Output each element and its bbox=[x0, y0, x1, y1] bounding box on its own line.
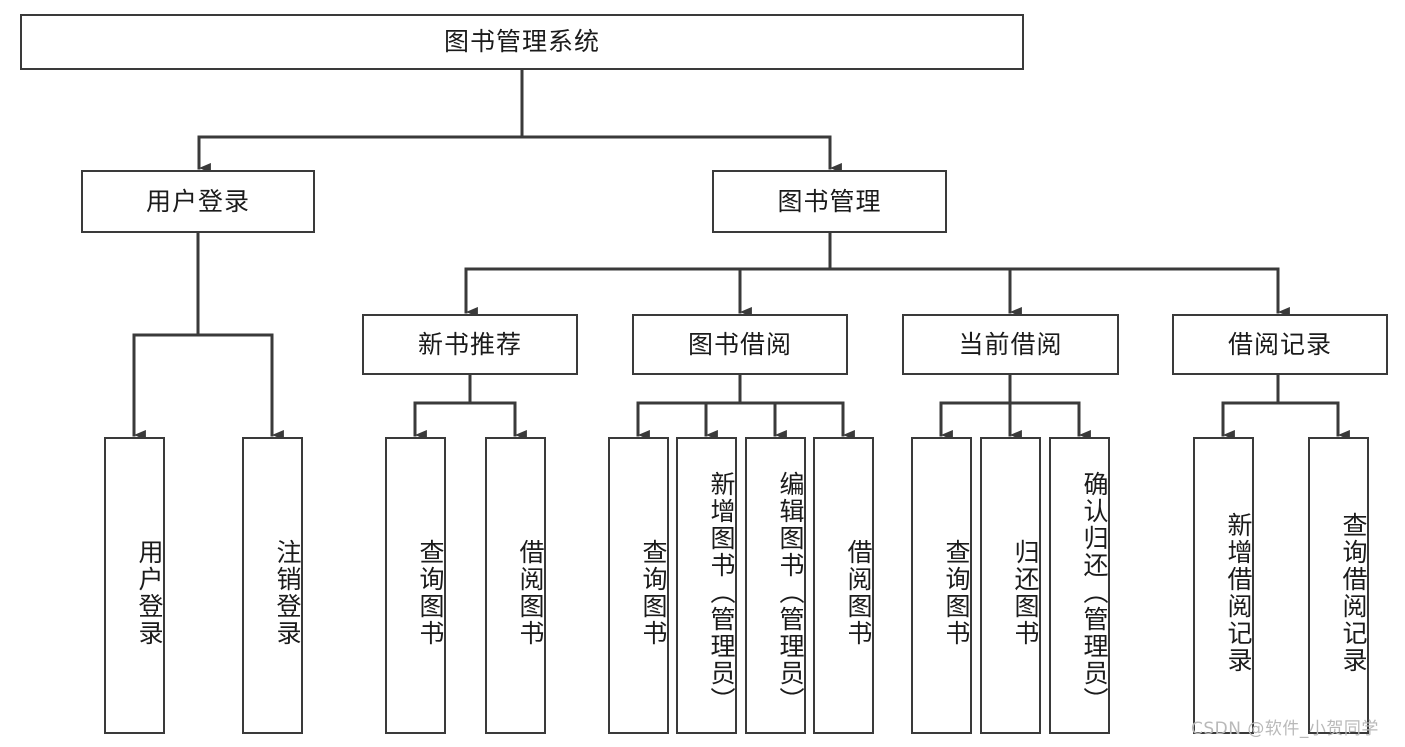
leaf-add-book-admin[interactable]: 新增图书（管理员） bbox=[676, 437, 737, 734]
node-new-book-recommendation[interactable]: 新书推荐 bbox=[362, 314, 578, 375]
node-label: 图书借阅 bbox=[687, 329, 792, 359]
node-label: 图书管理系统 bbox=[443, 27, 600, 57]
node-label: 新增借阅记录 bbox=[1224, 511, 1253, 674]
node-borrowing-record[interactable]: 借阅记录 bbox=[1172, 314, 1388, 375]
node-label: 编辑图书（管理员） bbox=[776, 471, 805, 714]
node-book-management[interactable]: 图书管理 bbox=[712, 170, 947, 233]
node-label: 新书推荐 bbox=[417, 329, 522, 359]
leaf-logout[interactable]: 注销登录 bbox=[242, 437, 303, 734]
leaf-add-borrow-record[interactable]: 新增借阅记录 bbox=[1193, 437, 1254, 734]
node-label: 确认归还（管理员） bbox=[1080, 471, 1109, 714]
node-label: 新增图书（管理员） bbox=[707, 471, 736, 714]
leaf-user-login[interactable]: 用户登录 bbox=[104, 437, 165, 734]
leaf-return-book[interactable]: 归还图书 bbox=[980, 437, 1041, 734]
leaf-borrow-book-borrow[interactable]: 借阅图书 bbox=[813, 437, 874, 734]
node-label: 借阅图书 bbox=[844, 538, 873, 647]
node-label: 查询图书 bbox=[639, 538, 668, 647]
node-label: 查询借阅记录 bbox=[1339, 511, 1368, 674]
node-book-borrowing[interactable]: 图书借阅 bbox=[632, 314, 848, 375]
node-label: 借阅记录 bbox=[1227, 329, 1332, 359]
node-label: 注销登录 bbox=[273, 538, 302, 647]
node-root-book-management-system[interactable]: 图书管理系统 bbox=[20, 14, 1024, 70]
node-label: 查询图书 bbox=[416, 538, 445, 647]
node-label: 借阅图书 bbox=[516, 538, 545, 647]
node-label: 归还图书 bbox=[1011, 538, 1040, 647]
node-user-login[interactable]: 用户登录 bbox=[81, 170, 315, 233]
node-label: 查询图书 bbox=[942, 538, 971, 647]
node-label: 图书管理 bbox=[777, 186, 882, 216]
leaf-edit-book-admin[interactable]: 编辑图书（管理员） bbox=[745, 437, 806, 734]
leaf-query-borrow-record[interactable]: 查询借阅记录 bbox=[1308, 437, 1369, 734]
node-label: 用户登录 bbox=[135, 538, 164, 647]
leaf-query-book-current[interactable]: 查询图书 bbox=[911, 437, 972, 734]
leaf-confirm-return-admin[interactable]: 确认归还（管理员） bbox=[1049, 437, 1110, 734]
node-label: 用户登录 bbox=[145, 186, 250, 216]
csdn-watermark: CSDN @软件_小贺同学 bbox=[1191, 719, 1379, 739]
node-label: 当前借阅 bbox=[958, 329, 1063, 359]
leaf-query-book-newbook[interactable]: 查询图书 bbox=[385, 437, 446, 734]
leaf-borrow-book-newbook[interactable]: 借阅图书 bbox=[485, 437, 546, 734]
node-current-borrowing[interactable]: 当前借阅 bbox=[902, 314, 1119, 375]
leaf-query-book-borrow[interactable]: 查询图书 bbox=[608, 437, 669, 734]
